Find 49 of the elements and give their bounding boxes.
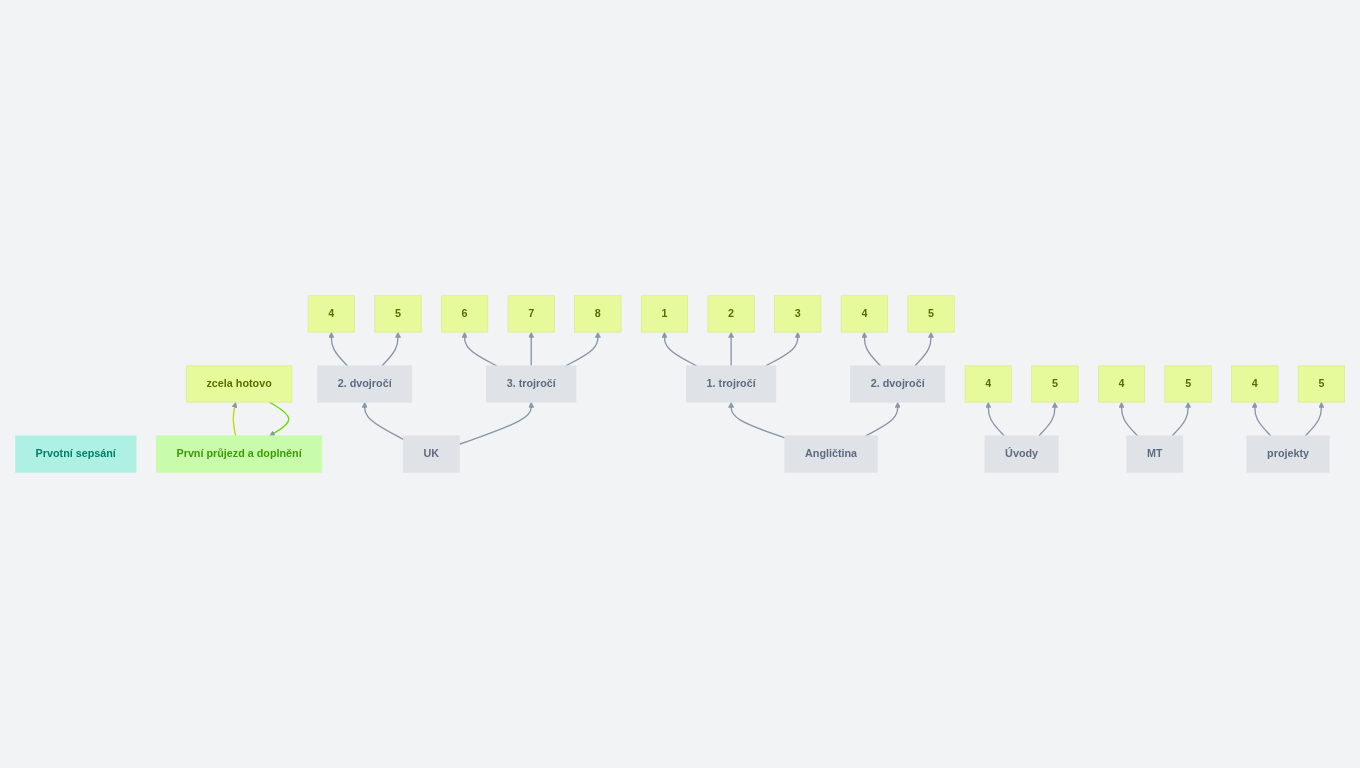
node-box: 5 xyxy=(1164,365,1212,403)
node-box: 5 xyxy=(374,295,422,333)
arrow xyxy=(914,331,934,367)
arrow xyxy=(985,401,1005,437)
node-box: 5 xyxy=(1031,365,1079,403)
node-box: 2 xyxy=(707,295,755,333)
node-box: 6 xyxy=(441,295,489,333)
node-box: 4 xyxy=(840,295,888,333)
node-box: Prvotní sepsání xyxy=(15,435,137,473)
node-box: 4 xyxy=(1097,365,1146,403)
arrow xyxy=(728,331,735,367)
arrow xyxy=(765,331,801,367)
arrow xyxy=(1251,401,1272,437)
node-box: První průjezd a doplnění xyxy=(155,435,323,473)
arrow xyxy=(865,401,901,437)
node-box: projekty xyxy=(1246,435,1330,473)
node-box: MT xyxy=(1126,435,1184,473)
arrow xyxy=(231,401,238,437)
node-box: 4 xyxy=(307,295,355,333)
node-box: 4 xyxy=(964,365,1012,403)
node-box: 7 xyxy=(507,295,555,333)
node-box: 8 xyxy=(574,295,622,333)
node-box: 2. dvojročí xyxy=(850,365,946,403)
node-box: UK xyxy=(402,435,460,473)
arrow xyxy=(528,331,535,367)
node-box: 5 xyxy=(907,295,955,333)
node-box: 1 xyxy=(640,295,689,333)
arrow xyxy=(381,331,401,367)
node-box: 3 xyxy=(774,295,822,333)
arrow xyxy=(361,401,404,440)
arrow xyxy=(1038,401,1058,437)
arrow xyxy=(728,401,786,439)
arrow xyxy=(268,401,290,437)
arrow xyxy=(1118,401,1139,437)
arrow xyxy=(1304,401,1325,437)
node-box: 4 xyxy=(1231,365,1279,403)
arrow xyxy=(461,331,498,367)
node-box: 1. trojročí xyxy=(686,365,777,403)
arrow xyxy=(328,331,349,367)
arrow xyxy=(458,401,535,445)
node-box: Úvody xyxy=(984,435,1059,473)
node-box: zcela hotovo xyxy=(185,365,293,403)
arrow xyxy=(861,331,882,367)
node-box: 5 xyxy=(1297,365,1345,403)
node-box: Angličtina xyxy=(784,435,878,473)
node-box: 3. trojročí xyxy=(486,365,577,403)
arrow xyxy=(1171,401,1192,437)
node-box: 2. dvojročí xyxy=(317,365,413,403)
arrow xyxy=(565,331,601,367)
